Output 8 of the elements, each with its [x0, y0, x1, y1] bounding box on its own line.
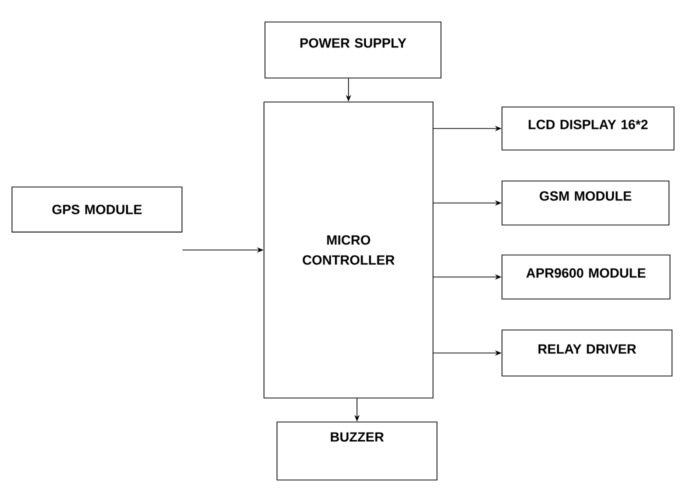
- block-box: LCD DISPLAY 16*2: [502, 106, 674, 150]
- block-box: APR9600 MODULE: [502, 254, 670, 300]
- block-box: BUZZER: [276, 422, 438, 480]
- block-box: MICRO CONTROLLER: [264, 102, 434, 398]
- block-box: RELAY DRIVER: [502, 330, 672, 376]
- block-box: GSM MODULE: [502, 180, 670, 226]
- block-box: GPS MODULE: [12, 186, 182, 232]
- block-box: POWER SUPPLY: [264, 22, 442, 78]
